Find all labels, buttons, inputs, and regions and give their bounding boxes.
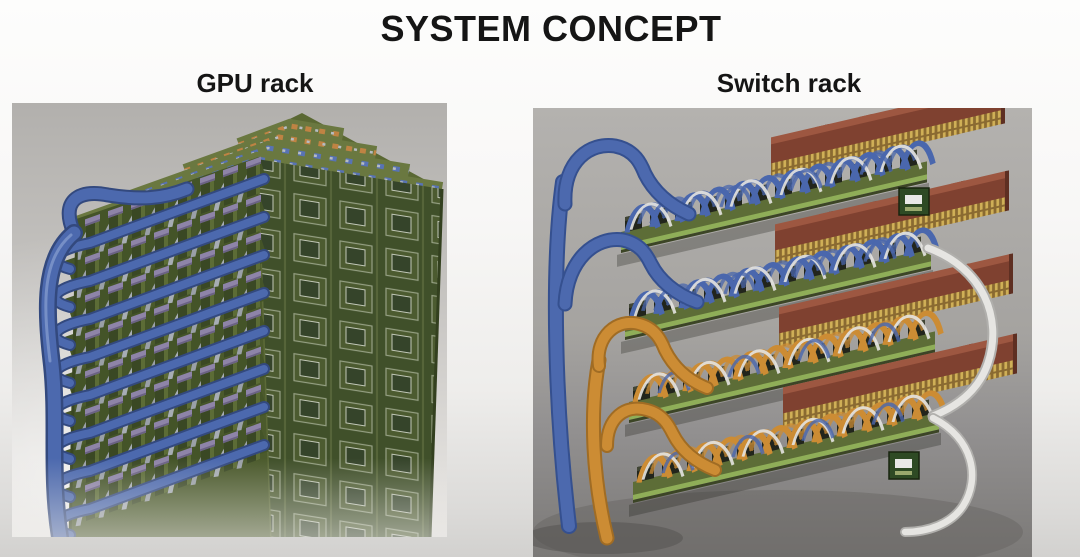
orange-cable-arcs: [585, 315, 722, 546]
switch-rack-render: [533, 108, 1032, 557]
switch-rack-figure: [533, 108, 1032, 557]
gpu-tower-left-face: [65, 157, 270, 537]
gpu-rack-figure: [12, 103, 447, 537]
white-cable-loops: [900, 242, 999, 537]
gpu-floor-wash: [12, 458, 447, 537]
gpu-rack-label: GPU rack: [196, 68, 314, 98]
switch-rack-label: Switch rack: [716, 68, 862, 98]
pcb-card-top: [898, 187, 930, 216]
pcb-card-bottom: [888, 451, 920, 480]
blue-cable-arcs: [547, 137, 705, 534]
gpu-rack-render: [12, 103, 447, 537]
slide-title: SYSTEM CONCEPT: [380, 8, 722, 49]
